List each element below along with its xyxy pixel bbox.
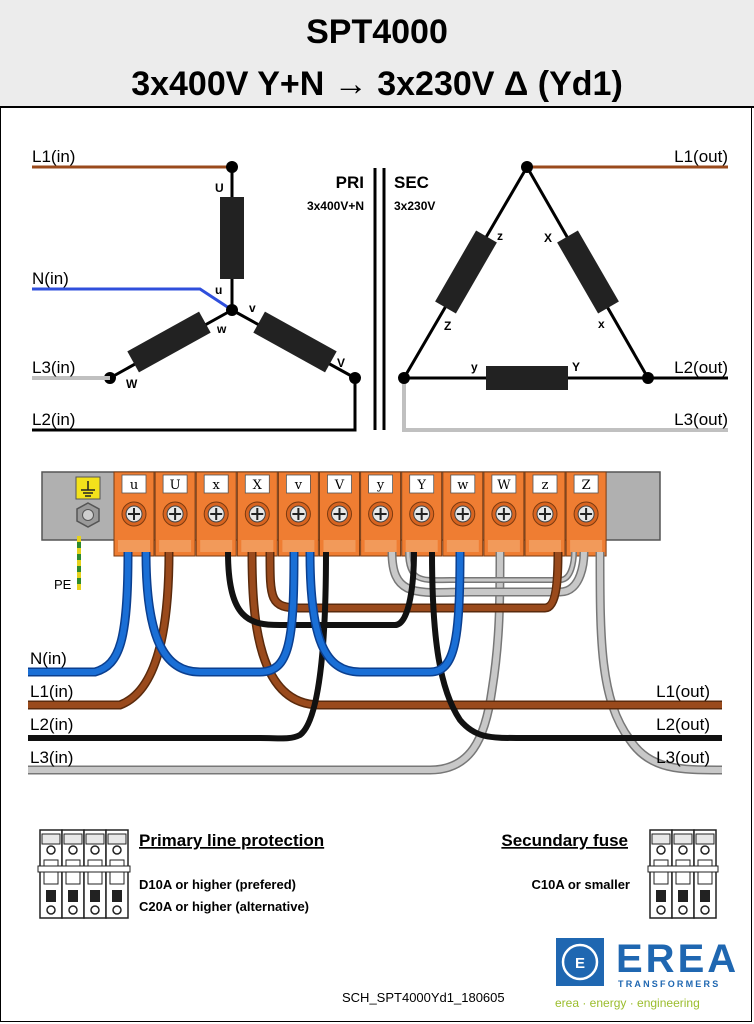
pri-label: PRI	[336, 173, 364, 192]
terminal-z-marker: z	[542, 478, 549, 493]
harness-l3-out-label: L3(out)	[656, 748, 710, 767]
terminal-w-marker: w	[457, 478, 468, 493]
breaker-4pole-icon	[37, 829, 131, 919]
terminal-X-label: X	[544, 231, 552, 245]
l2-out-label: L2(out)	[674, 358, 728, 377]
harness-l3-in-label: L3(in)	[30, 748, 73, 767]
pri-rating: 3x400V+N	[307, 199, 364, 213]
harness-n-in-label: N(in)	[30, 649, 67, 668]
primary-star	[32, 161, 361, 432]
terminal-W-marker: W	[497, 478, 511, 493]
brand-tagline: erea · energy · engineering	[555, 996, 700, 1010]
winding-V	[253, 311, 337, 373]
sec-rating: 3x230V	[394, 199, 435, 213]
winding-W	[127, 311, 211, 373]
terminal-v-label: v	[249, 301, 256, 315]
winding-Z	[435, 230, 497, 314]
n-in-label: N(in)	[32, 269, 69, 288]
terminal-V-label: V	[337, 356, 345, 370]
terminal-U-label: U	[215, 181, 224, 195]
erea-logo: E EREA TRANSFORMERS erea · energy · engi…	[555, 937, 739, 1010]
terminal-Z-label: Z	[444, 319, 451, 333]
terminal-u-marker: u	[130, 478, 138, 493]
terminal-w-label: w	[216, 322, 227, 336]
brand-subtitle: TRANSFORMERS	[618, 979, 720, 989]
primary-protection-line2: C20A or higher (alternative)	[139, 899, 309, 914]
l1-in-label: L1(in)	[32, 147, 75, 166]
terminal-X-marker: X	[253, 478, 263, 493]
brand-name: EREA	[616, 937, 739, 981]
breaker-3pole-icon	[647, 829, 719, 919]
page-title: SPT4000	[306, 13, 448, 51]
l2-in-label: L2(in)	[32, 410, 75, 429]
primary-protection-title: Primary line protection	[139, 831, 324, 850]
harness-l2-in-label: L2(in)	[30, 715, 73, 734]
harness-l1-out-label: L1(out)	[656, 682, 710, 701]
terminal-v-marker: v	[294, 478, 303, 493]
terminal-W-label: W	[126, 377, 138, 391]
n-in-line	[32, 287, 233, 312]
l2-in-line	[32, 378, 357, 432]
l3-out-label: L3(out)	[674, 410, 728, 429]
document-id: SCH_SPT4000Yd1_180605	[342, 990, 505, 1005]
winding-X	[557, 230, 619, 314]
terminal-Y-label: Y	[572, 360, 580, 374]
harness-l1-in-label: L1(in)	[30, 682, 73, 701]
winding-Y	[486, 366, 568, 390]
winding-U	[220, 197, 244, 279]
svg-text:E: E	[575, 955, 585, 972]
terminal-y-marker: y	[376, 478, 385, 493]
terminal-u-label: u	[215, 283, 222, 297]
l3-in-label: L3(in)	[32, 358, 75, 377]
pe-label: PE	[54, 577, 72, 592]
page-subtitle: 3x400V Y+N → 3x230V Δ (Yd1)	[131, 65, 623, 103]
terminal-x-label: x	[598, 317, 605, 331]
earth-icon	[81, 481, 95, 497]
terminal-U-marker: U	[170, 478, 181, 493]
l1-out-label: L1(out)	[674, 147, 728, 166]
harness-l2-out-label: L2(out)	[656, 715, 710, 734]
secondary-fuse-line1: C10A or smaller	[531, 877, 630, 892]
terminal-z-label: z	[497, 229, 503, 243]
secondary-delta	[398, 161, 728, 432]
wiring-harness	[28, 551, 723, 775]
sec-label: SEC	[394, 173, 429, 192]
terminal-x-marker: x	[213, 478, 221, 493]
terminal-Z-marker: Z	[582, 478, 591, 493]
terminal-Y-marker: Y	[416, 478, 426, 493]
terminal-V-marker: V	[334, 478, 345, 493]
primary-protection-line1: D10A or higher (prefered)	[139, 877, 296, 892]
terminal-y-label: y	[471, 360, 478, 374]
l3-out-line	[402, 378, 728, 432]
secondary-fuse-title: Secundary fuse	[501, 831, 628, 850]
header: SPT4000 3x400V Y+N → 3x230V Δ (Yd1)	[0, 0, 754, 108]
